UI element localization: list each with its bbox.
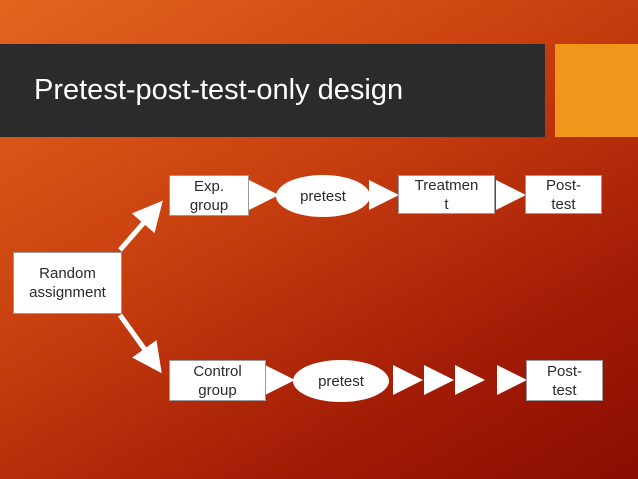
exp-posttest-label: Post- test (545, 176, 581, 213)
control-group-box: Control group (169, 360, 266, 401)
exp-group-label: Exp. group (189, 177, 229, 214)
accent-block (555, 44, 638, 137)
title-bar (0, 44, 545, 137)
control-group-label: Control group (193, 362, 242, 399)
treatment-label: Treatmen t (414, 176, 479, 213)
control-pretest-oval: pretest (293, 360, 389, 402)
random-assignment-box: Random assignment (13, 252, 122, 314)
arrow-to-control-group (117, 313, 162, 374)
treatment-box: Treatmen t (398, 175, 495, 214)
control-pretest-label: pretest (318, 372, 364, 390)
exp-pretest-oval: pretest (276, 175, 370, 217)
control-posttest-box: Post- test (526, 360, 603, 401)
arrow-to-exp-group (118, 200, 163, 252)
exp-pretest-label: pretest (300, 187, 346, 205)
random-assignment-label: Random assignment (29, 265, 106, 301)
control-posttest-label: Post- test (546, 362, 582, 399)
exp-group-box: Exp. group (169, 175, 249, 216)
exp-posttest-box: Post- test (525, 175, 602, 214)
slide-title: Pretest-post-test-only design (34, 74, 404, 106)
